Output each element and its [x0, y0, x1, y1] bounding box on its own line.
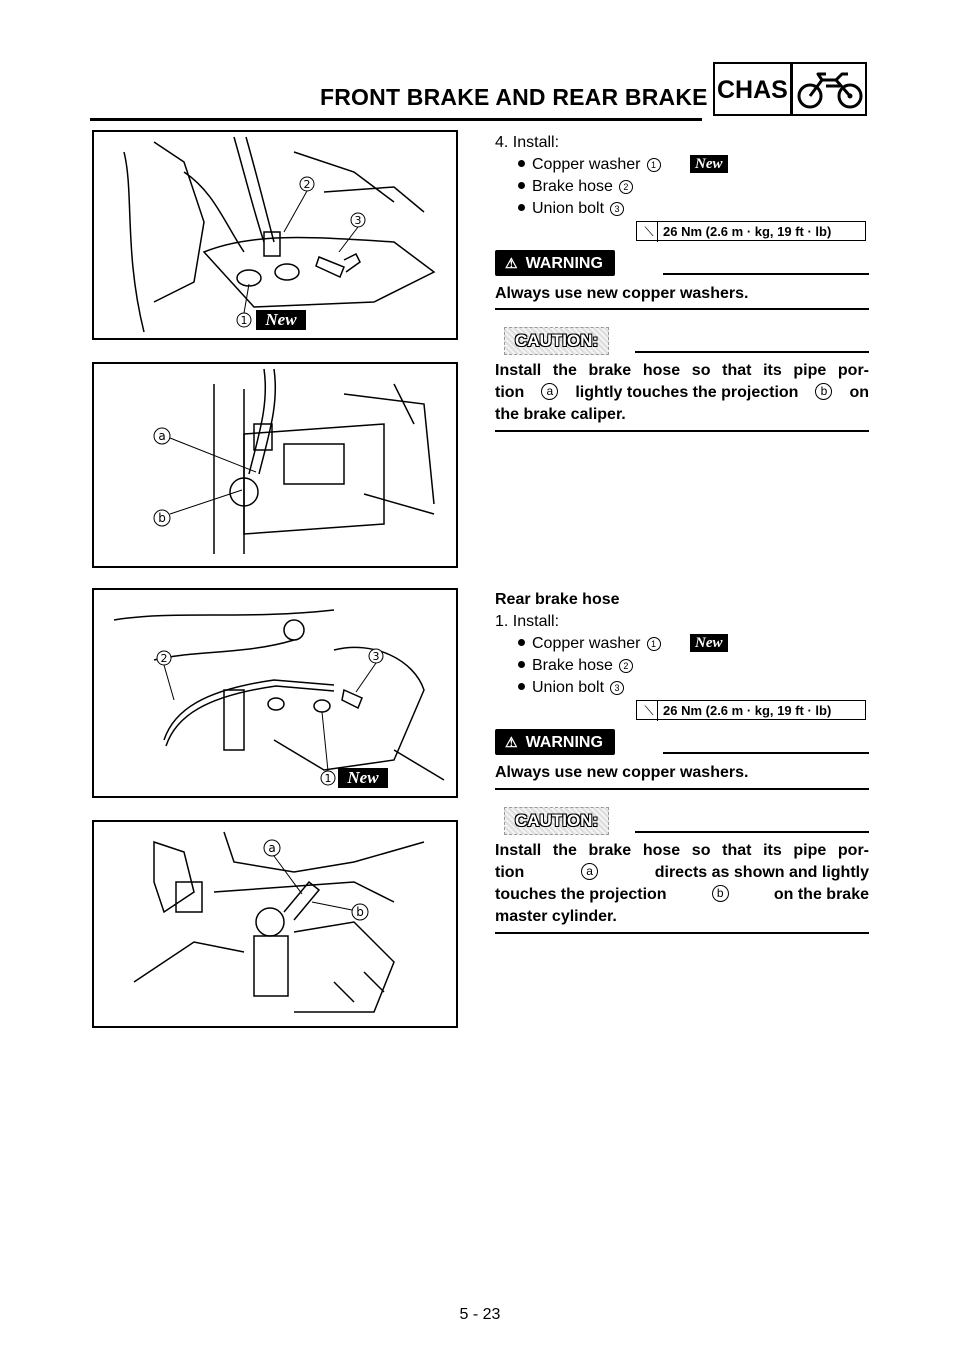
caution-word: tion [495, 864, 525, 881]
figure-rear-hose-install: 2 3 1 New [92, 588, 458, 798]
rear-caution-end-rule [495, 932, 869, 934]
front-torque-value: 26 Nm (2.6 m · kg, 19 ft · lb) [663, 224, 832, 239]
front-item-label: Union bolt [532, 200, 605, 217]
front-warning-badge: ⚠ WARNING [495, 250, 615, 276]
rear-heading: Rear brake hose [495, 591, 620, 608]
fig1-label-2: 2 [304, 178, 311, 191]
front-new-badge: New [690, 155, 728, 173]
mark-b: b [711, 885, 729, 902]
front-torque-spec: ⟍ 26 Nm (2.6 m · kg, 19 ft · lb) [636, 221, 866, 242]
rear-item-num: 3 [610, 680, 625, 695]
fig3-label-1: 1 [325, 772, 332, 785]
figure-front-caliper-install: 2 3 1 New [92, 130, 458, 340]
rear-caution-rule [635, 831, 869, 833]
front-warning-text: Always use new copper washers. [495, 285, 749, 302]
rear-item-num: 2 [618, 658, 633, 673]
rear-caution-line-2: tion a directs as shown and lightly [495, 863, 869, 883]
warning-triangle-icon: ⚠ [505, 734, 518, 750]
header-rule [90, 118, 702, 121]
caution-word: touches the projection [495, 886, 667, 903]
rear-item-brake-hose: Brake hose 2 [518, 656, 633, 676]
front-caliper-illustration: 2 3 1 New [123, 136, 436, 333]
section-label: CHAS [717, 76, 788, 104]
front-caution-badge: CAUTION: [504, 327, 610, 355]
rear-torque-spec: ⟍ 26 Nm (2.6 m · kg, 19 ft · lb) [636, 700, 866, 721]
rear-warning-end-rule [495, 788, 869, 790]
rear-new-badge: New [690, 634, 728, 652]
front-item-num: 2 [618, 179, 633, 194]
rear-warning-badge: ⚠ WARNING [495, 729, 615, 755]
warning-triangle-icon: ⚠ [505, 255, 518, 271]
motorcycle-icon [797, 72, 863, 109]
rear-step: 1. Install: [495, 613, 560, 630]
front-item-union-bolt: Union bolt 3 [518, 199, 625, 219]
front-caution-line-2: tion a lightly touches the projection b … [495, 383, 869, 403]
rear-item-num: 1 [646, 636, 661, 651]
caution-word: on the brake [773, 886, 869, 903]
front-item-num: 3 [610, 201, 625, 216]
rear-item-label: Copper washer [532, 635, 641, 652]
mark-a: a [541, 383, 559, 400]
rear-warning-rule [663, 752, 869, 754]
rear-hose-illustration: 2 3 1 New [113, 609, 445, 788]
front-item-label: Copper washer [532, 156, 641, 173]
front-warning-rule [663, 273, 869, 275]
front-caution-rule [635, 351, 869, 353]
fig4-label-a: a [268, 841, 275, 855]
front-caution-end-rule [495, 430, 869, 432]
figure-front-hose-projection: a b [92, 362, 458, 568]
front-step: 4. Install: [495, 134, 560, 151]
front-item-copper-washer: Copper washer 1 [518, 155, 661, 175]
rear-item-label: Brake hose [532, 657, 613, 674]
fig3-new-badge: New [346, 768, 379, 787]
front-warning-end-rule [495, 308, 869, 310]
wrench-icon: ⟍ [641, 701, 658, 721]
front-caution-line-3: the brake caliper. [495, 406, 626, 423]
caution-word: tion [495, 384, 525, 401]
caution-word: on [849, 384, 869, 401]
fig3-label-2: 2 [161, 652, 168, 665]
page-number: 5 - 23 [459, 1306, 501, 1323]
front-hose-illustration: a b [153, 368, 435, 554]
front-caution-line-1: Install the brake hose so that its pipe … [495, 362, 869, 379]
fig1-label-3: 3 [355, 214, 362, 227]
rear-item-union-bolt: Union bolt 3 [518, 678, 625, 698]
caution-word: lightly touches the projection [575, 384, 799, 401]
rear-warning-label: WARNING [525, 734, 603, 751]
fig2-label-b: b [158, 511, 166, 525]
page-title: FRONT BRAKE AND REAR BRAKE [320, 84, 708, 110]
section-divider [790, 62, 793, 116]
figure-rear-hose-projection: a b [92, 820, 458, 1028]
rear-torque-value: 26 Nm (2.6 m · kg, 19 ft · lb) [663, 703, 832, 718]
rear-warning-text: Always use new copper washers. [495, 764, 749, 781]
mark-a: a [581, 863, 599, 880]
rear-caution-line-3: touches the projection b on the brake [495, 885, 869, 905]
front-item-brake-hose: Brake hose 2 [518, 177, 633, 197]
fig1-label-1: 1 [241, 314, 248, 327]
rear-caution-line-1: Install the brake hose so that its pipe … [495, 842, 869, 859]
fig4-label-b: b [356, 905, 364, 919]
rear-item-copper-washer: Copper washer 1 [518, 634, 661, 654]
fig2-label-a: a [158, 429, 165, 443]
caution-word: directs as shown and lightly [654, 864, 869, 881]
front-item-label: Brake hose [532, 178, 613, 195]
fig1-new-badge: New [264, 310, 297, 329]
mark-b: b [815, 383, 833, 400]
front-item-num: 1 [646, 157, 661, 172]
fig3-label-3: 3 [373, 650, 380, 663]
wrench-icon: ⟍ [641, 222, 658, 242]
rear-caution-line-4: master cylinder. [495, 908, 617, 925]
rear-caution-badge: CAUTION: [504, 807, 610, 835]
front-warning-label: WARNING [525, 255, 603, 272]
rear-master-cylinder-illustration: a b [133, 831, 425, 1013]
rear-item-label: Union bolt [532, 679, 605, 696]
